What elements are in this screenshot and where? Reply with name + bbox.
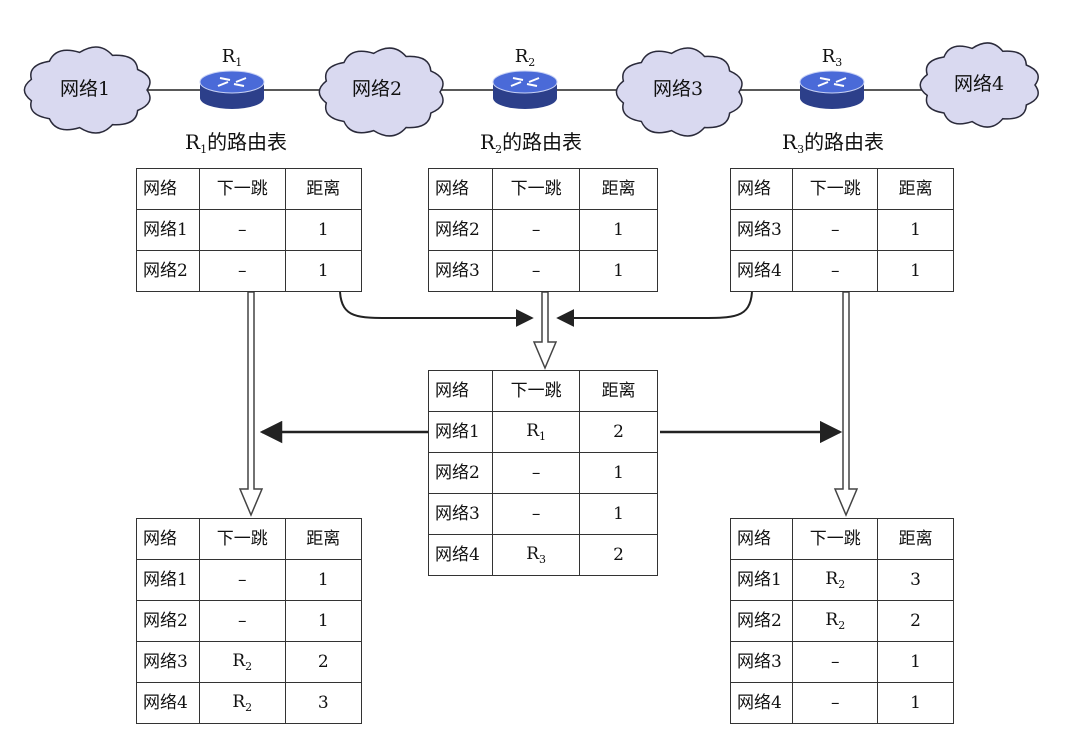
router2-icon: [492, 70, 558, 109]
merge-arrow-from-r3: [556, 291, 753, 327]
network3-cloud-icon: [615, 47, 743, 137]
update-arrow-r3: [833, 291, 859, 517]
router3-icon: [799, 70, 865, 109]
update-arrow-r1: [238, 291, 264, 517]
network2-cloud-icon: [318, 47, 444, 137]
merge-arrow-from-r1: [339, 291, 534, 327]
network1-cloud-icon: [23, 46, 151, 134]
update-arrow-r2: [532, 291, 558, 370]
network4-cloud-icon: [919, 42, 1039, 128]
router1-icon: [199, 70, 265, 109]
